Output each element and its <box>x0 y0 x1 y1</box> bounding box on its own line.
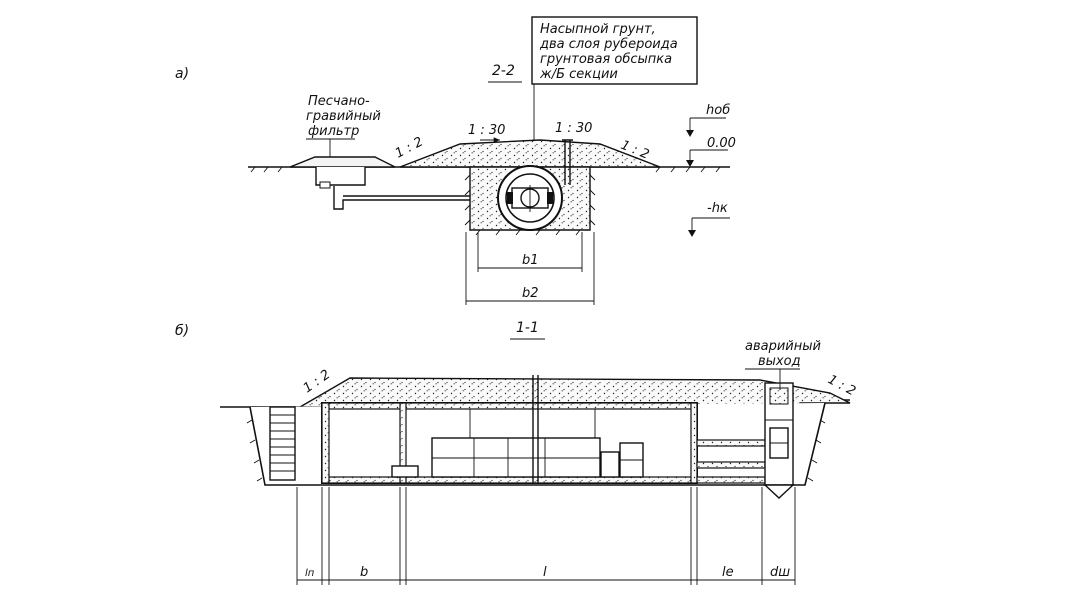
entrance-wall <box>321 402 330 484</box>
filter-label-3: фильтр <box>308 124 359 139</box>
dimension-b2: b2 <box>465 232 595 305</box>
callout-line-2: два слоя рубероида <box>539 37 678 52</box>
trench-b-hatch <box>246 419 826 482</box>
exit-label-2: выход <box>758 354 801 369</box>
callout-line-4: ж/Б секции <box>539 67 618 82</box>
end-wall <box>690 402 698 484</box>
exit-label-1: аварийный <box>745 339 821 354</box>
figure-a: а) 2-2 Насыпной грунт <box>175 16 736 305</box>
exit-corridor-floor <box>696 476 766 484</box>
vent-pipe <box>562 139 573 185</box>
level-zero-label: 0.00 <box>707 136 736 151</box>
filter-pit <box>315 167 366 186</box>
stair-steps <box>270 414 295 472</box>
slope-top-right-label: 1 : 30 <box>555 121 592 136</box>
drain-pipe <box>333 186 500 210</box>
shelter-floor-slab <box>321 476 698 484</box>
slope-left-label: 1 : 2 <box>393 135 426 162</box>
level-hob: hоб <box>686 103 730 137</box>
shelter-bench-right <box>547 192 553 204</box>
level-hob-label: hоб <box>706 103 730 118</box>
shelter-bench-left <box>507 192 513 204</box>
level-hk-label: -hк <box>707 201 728 216</box>
figure-b: б) 1-1 <box>175 320 858 585</box>
filter-label-1: Песчано- <box>308 94 370 109</box>
dimension-b1: b1 <box>477 232 583 272</box>
figure-a-label: а) <box>175 66 189 82</box>
callout-line-1: Насыпной грунт, <box>540 22 656 37</box>
section-2-2-label: 2-2 <box>492 63 515 79</box>
exit-corridor-mid <box>696 461 766 469</box>
trench-hatch <box>464 174 596 236</box>
vent-pipe-b <box>532 375 539 483</box>
dim-ln-label: lп <box>305 568 315 579</box>
callout-box <box>531 16 698 85</box>
shelter-roof-slab <box>321 402 698 410</box>
level-hk: -hк <box>688 201 730 237</box>
figure-b-label: б) <box>175 323 189 339</box>
dim-b1-label: b1 <box>522 253 539 268</box>
shaft-sump <box>763 484 795 499</box>
dim-b2-label: b2 <box>522 286 539 301</box>
dim-dw-label: dш <box>770 565 790 580</box>
exit-corridor-top <box>696 439 766 447</box>
dim-b-label: b <box>360 565 368 580</box>
dim-l-label: l <box>543 565 547 580</box>
filter-label-2: гравийный <box>306 109 381 124</box>
dim-le-label: lе <box>722 565 734 580</box>
level-zero: 0.00 <box>686 136 736 167</box>
slope-top-left-label: 1 : 30 <box>468 123 505 138</box>
entrance-stair <box>269 406 296 481</box>
callout-line-3: грунтовая обсыпка <box>540 52 672 67</box>
bench-blocks <box>431 437 601 478</box>
vestibule-wall <box>399 402 407 484</box>
ground-hatch <box>250 166 721 173</box>
dimension-lines-b <box>296 487 796 585</box>
filter-mound <box>289 156 396 168</box>
tank-1 <box>600 451 620 478</box>
section-1-1-label: 1-1 <box>516 320 539 336</box>
small-box <box>391 465 419 478</box>
